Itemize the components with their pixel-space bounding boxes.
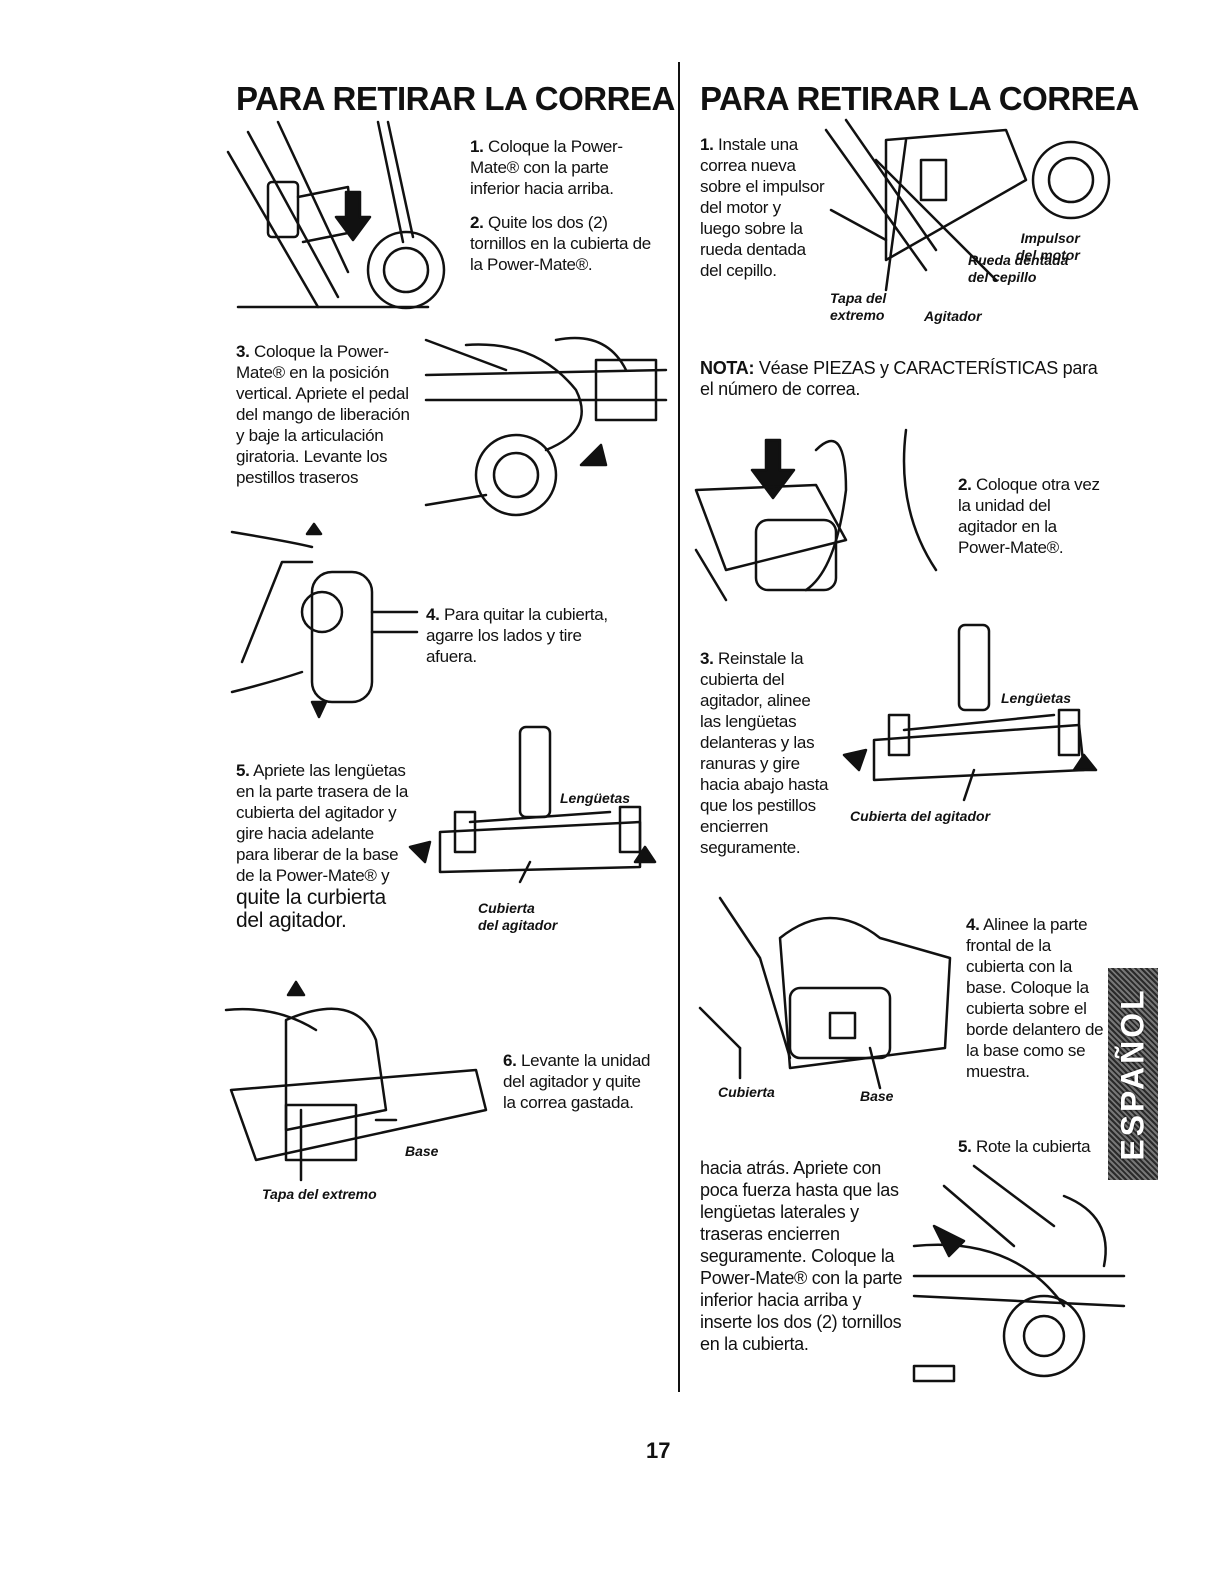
right-fig1-label-impulsor: Impulsor del motor bbox=[1016, 230, 1080, 263]
language-tab: ESPAÑOL bbox=[1108, 968, 1158, 1180]
left-step-5: 5. Apriete las lengüetas en la parte tra… bbox=[236, 761, 409, 932]
page-number: 17 bbox=[646, 1438, 671, 1463]
right-step-1: 1. Instale una correa nueva sobre el imp… bbox=[700, 135, 825, 280]
right-step-3: 3. Reinstale la cubierta del agitador, a… bbox=[700, 649, 829, 857]
left-step-3: 3. Coloque la Power-Mate® en la posición… bbox=[236, 342, 410, 487]
figure-lift-agitator bbox=[224, 980, 488, 1182]
left-fig6-label-base: Base bbox=[405, 1143, 439, 1159]
figure-remove-cover bbox=[230, 522, 419, 719]
left-step-4: 4. Para quitar la cubierta, agarre los l… bbox=[426, 605, 608, 666]
right-title: PARA RETIRAR LA CORREA bbox=[700, 80, 1139, 117]
figure-align-cover bbox=[698, 896, 952, 1090]
right-step-2: 2. Coloque otra vez la unidad del agitad… bbox=[958, 475, 1100, 557]
right-fig3-label-tabs: Lengüetas bbox=[1001, 690, 1072, 706]
left-fig6-label-endcap: Tapa del extremo bbox=[262, 1186, 377, 1202]
figure-powermate-bottom-up bbox=[226, 120, 446, 310]
right-fig1-label-rueda: Rueda dentada del cepillo bbox=[968, 252, 1069, 285]
right-fig4-label-base: Base bbox=[860, 1088, 894, 1104]
figure-reinstall-cover bbox=[842, 623, 1098, 802]
figure-agitator-cover-tabs bbox=[408, 725, 657, 884]
column-divider bbox=[678, 62, 680, 1392]
left-title: PARA RETIRAR LA CORREA bbox=[236, 80, 675, 117]
figure-replace-agitator bbox=[694, 428, 938, 602]
right-fig1-label-tapa: Tapa del extremo bbox=[830, 290, 887, 323]
figure-rotate-cover bbox=[912, 1164, 1126, 1383]
figure-release-pedal bbox=[424, 336, 668, 517]
right-fig1-label-agitador: Agitador bbox=[924, 308, 982, 324]
figure-install-belt bbox=[824, 118, 1111, 292]
left-fig5-label-tabs: Lengüetas bbox=[560, 790, 631, 806]
left-step-6: 6. Levante la unidad del agitador y quit… bbox=[503, 1051, 651, 1112]
left-fig5-label-cover: Cubierta del agitador bbox=[478, 900, 558, 933]
right-fig4-label-cover: Cubierta bbox=[718, 1084, 775, 1100]
right-nota: NOTA: Véase PIEZAS y CARACTERÍSTICAS par… bbox=[700, 358, 1098, 399]
right-step-5: 5. Rote la cubierta bbox=[958, 1137, 1091, 1156]
left-step-1: 1. Coloque la Power-Mate® con la parte i… bbox=[470, 137, 623, 198]
left-step-2: 2. Quite los dos (2) tornillos en la cub… bbox=[470, 213, 651, 274]
right-fig3-label-cover: Cubierta del agitador bbox=[850, 808, 991, 824]
right-step-5-continued: hacia atrás. Apriete con poca fuerza has… bbox=[700, 1158, 903, 1354]
right-step-4: 4. Alinee la parte frontal de la cubiert… bbox=[966, 915, 1104, 1081]
